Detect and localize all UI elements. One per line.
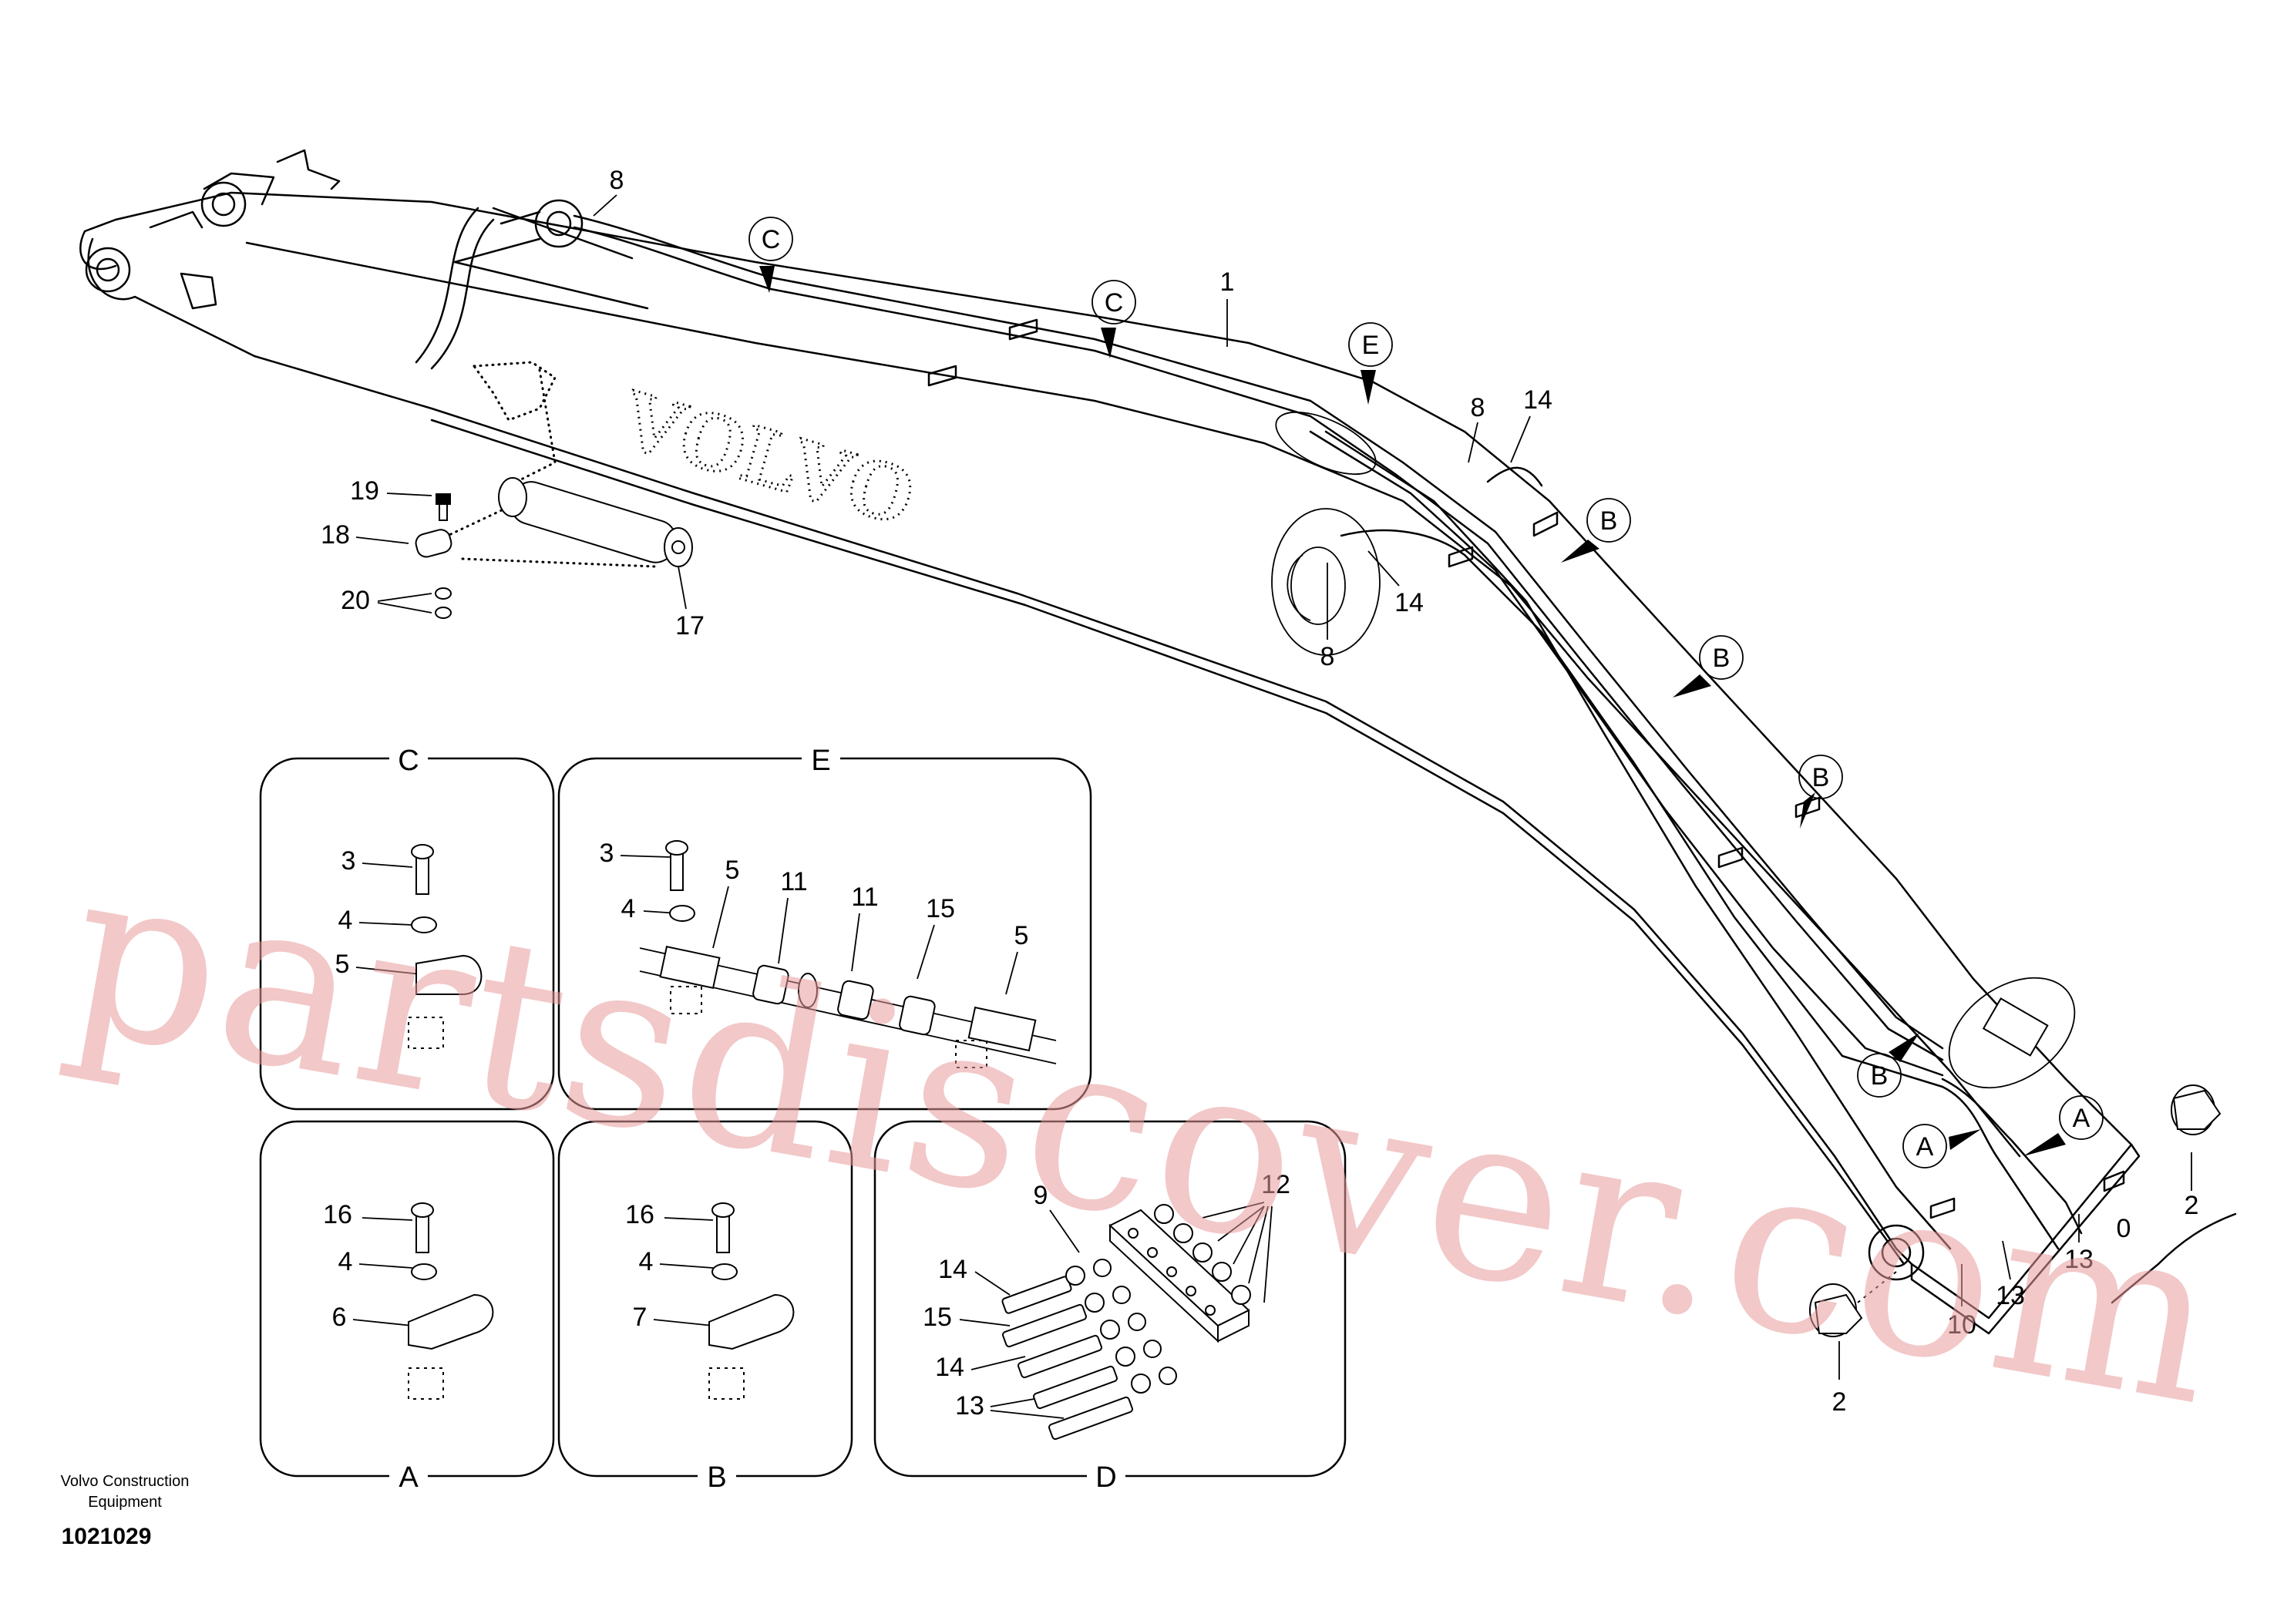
svg-text:B: B [1812, 763, 1830, 792]
svg-text:14: 14 [935, 1353, 964, 1382]
main-part-labels: 1 2 2 8 8 8 10 13 13 14 14 17 18 19 20 0 [321, 166, 2198, 1417]
label-10: 10 [1947, 1310, 1976, 1340]
detail-b-letter: B [707, 1461, 726, 1494]
svg-text:B: B [1600, 506, 1618, 536]
company-name-line1: Volvo Construction [61, 1473, 190, 1490]
detail-panel-b: B 16 4 7 [557, 1120, 853, 1494]
label-13-b: 13 [2064, 1245, 2094, 1274]
svg-text:11: 11 [780, 867, 807, 896]
svg-text:9: 9 [1034, 1181, 1048, 1210]
callout-e: E [1348, 322, 1393, 405]
drawing-number: 1021029 [62, 1524, 152, 1549]
callout-b-3: B [1798, 755, 1843, 829]
svg-text:4: 4 [338, 906, 353, 935]
svg-text:15: 15 [923, 1303, 952, 1332]
svg-text:12: 12 [1261, 1170, 1290, 1199]
svg-text:4: 4 [338, 1247, 353, 1276]
svg-text:16: 16 [323, 1200, 352, 1229]
label-19: 19 [350, 476, 379, 506]
svg-text:C: C [1105, 288, 1124, 318]
footer: Volvo Construction Equipment 1021029 [61, 1473, 190, 1549]
label-8-mid: 8 [1471, 393, 1485, 422]
label-2-left: 2 [1832, 1387, 1847, 1417]
label-20: 20 [341, 586, 370, 615]
svg-text:14: 14 [938, 1255, 967, 1284]
boom-detail-markers [1271, 411, 2076, 1089]
svg-text:5: 5 [335, 950, 350, 979]
label-14-mid: 14 [1523, 385, 1552, 415]
svg-text:A: A [1916, 1132, 1934, 1162]
svg-text:B: B [1871, 1061, 1889, 1091]
svg-text:5: 5 [1014, 921, 1029, 950]
svg-text:4: 4 [621, 894, 636, 923]
hydraulic-hoses [573, 214, 2237, 1304]
detail-panel-e: E 3 4 5 11 11 15 5 [557, 744, 1092, 1111]
label-8-head: 8 [610, 166, 624, 195]
company-name-line2: Equipment [88, 1494, 162, 1511]
callout-b-1: B [1561, 498, 1631, 563]
svg-text:16: 16 [625, 1200, 654, 1229]
bushings [1809, 1084, 2222, 1337]
connector-block [1982, 997, 2049, 1057]
callout-c-2: C [1092, 280, 1136, 358]
svg-text:B: B [1713, 644, 1731, 673]
svg-text:11: 11 [851, 883, 878, 912]
lamp-assembly [415, 368, 693, 619]
svg-text:E: E [1362, 331, 1380, 360]
label-2-right: 2 [2185, 1191, 2199, 1220]
volvo-logo-text: VOLVO [611, 371, 925, 543]
callout-a-2: A [2023, 1095, 2104, 1156]
callout-c-1: C [748, 217, 793, 293]
svg-text:3: 3 [341, 846, 356, 876]
svg-text:C: C [762, 225, 781, 254]
label-17: 17 [675, 611, 705, 641]
callout-b-2: B [1673, 635, 1744, 698]
detail-c-letter: C [398, 745, 419, 777]
svg-text:4: 4 [639, 1247, 654, 1276]
svg-text:A: A [2073, 1104, 2090, 1133]
label-1: 1 [1220, 267, 1235, 297]
detail-panel-c: C 3 4 5 [259, 744, 555, 1111]
detail-a-letter: A [399, 1461, 419, 1494]
detail-panel-d: D 9 12 14 15 14 13 [873, 1120, 1347, 1494]
svg-text:13: 13 [955, 1391, 984, 1421]
circle-callouts: C C E B B B B [748, 217, 2104, 1168]
label-0-partial: 0 [2117, 1214, 2131, 1243]
label-13-a: 13 [1996, 1281, 2025, 1310]
label-8-low: 8 [1320, 642, 1335, 671]
boom-structure [79, 149, 2141, 1335]
svg-text:6: 6 [332, 1303, 347, 1332]
detail-panel-a: A 16 4 6 [259, 1120, 555, 1494]
svg-text:7: 7 [633, 1303, 648, 1332]
callout-b-4: B [1857, 1033, 1919, 1098]
svg-text:3: 3 [600, 839, 614, 868]
svg-text:15: 15 [926, 894, 955, 923]
label-18: 18 [321, 520, 350, 550]
detail-e-letter: E [811, 745, 830, 777]
label-14-low: 14 [1394, 588, 1424, 617]
callout-a-1: A [1902, 1124, 1981, 1168]
svg-text:5: 5 [725, 856, 740, 885]
detail-d-letter: D [1095, 1461, 1116, 1494]
